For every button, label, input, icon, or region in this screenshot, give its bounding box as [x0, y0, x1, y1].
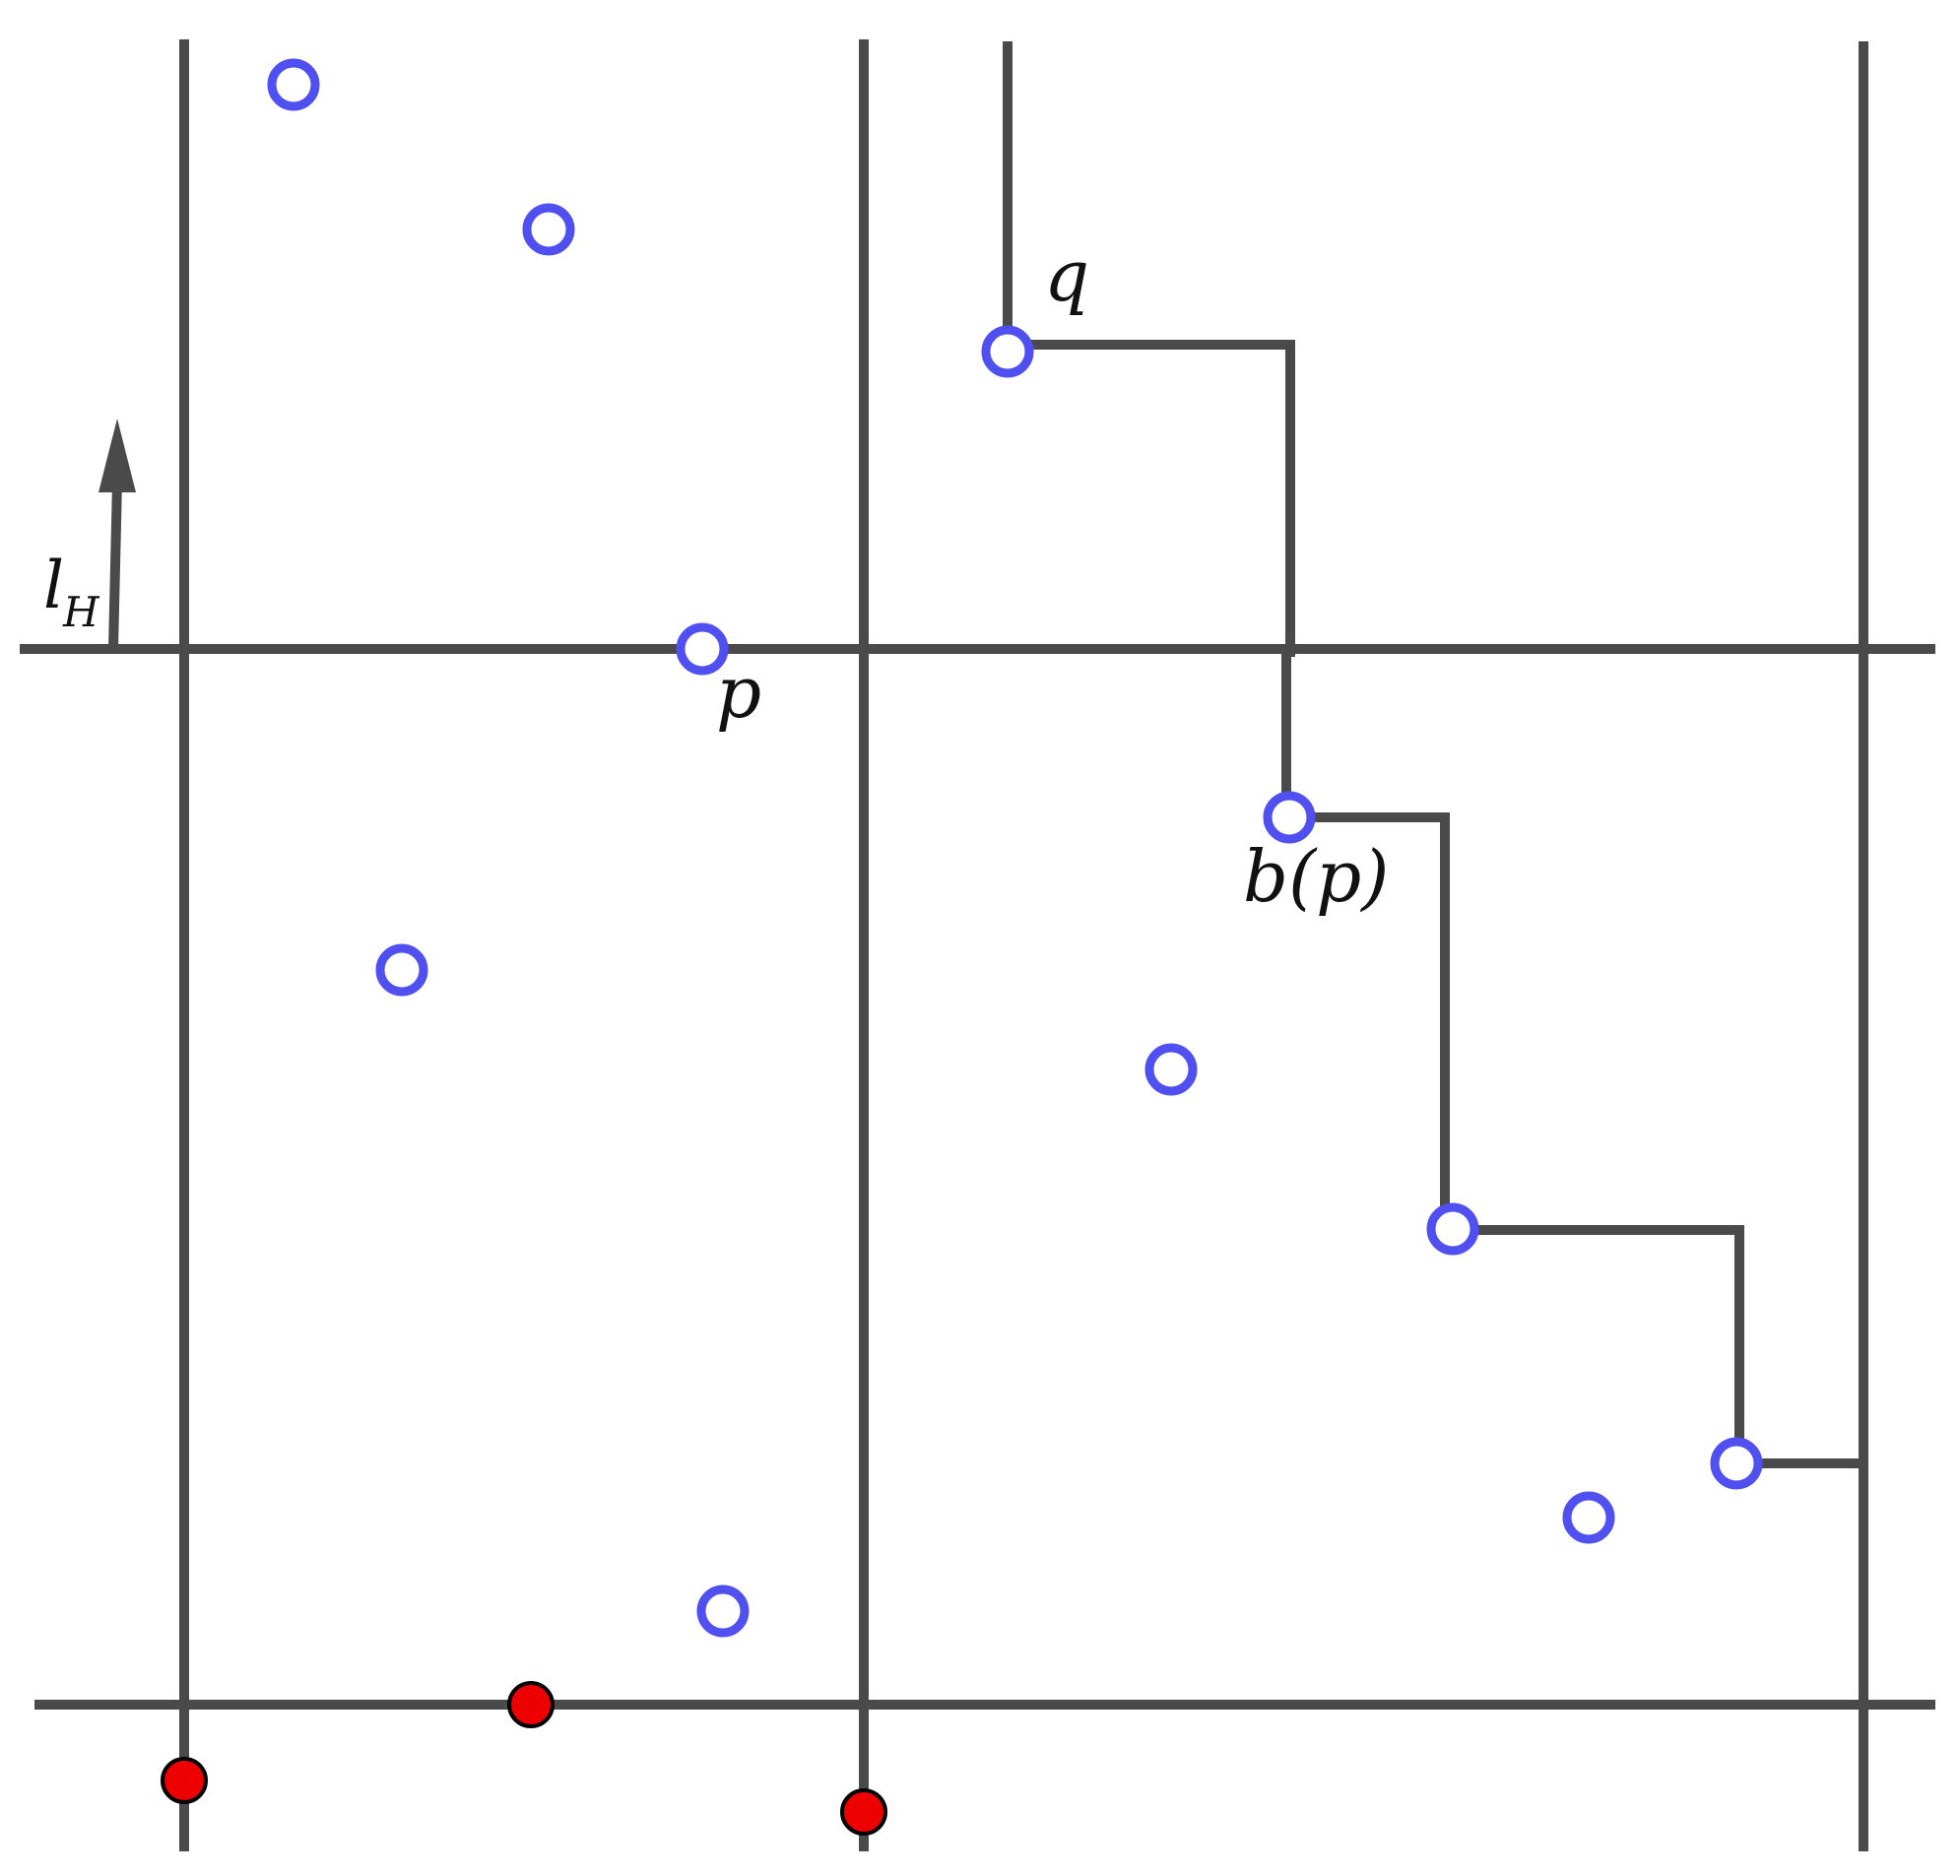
label-p: p: [716, 651, 761, 734]
hollow-point-b-of-p: [1263, 791, 1316, 844]
hollow-point: [522, 203, 575, 256]
lH-arrow: [98, 419, 136, 650]
label-b-of-p: b(p): [1243, 835, 1389, 918]
arrow-head: [98, 419, 136, 492]
horizontal-lines: [20, 644, 1935, 1710]
hollow-point: [1710, 1437, 1763, 1490]
arrow-shaft: [108, 482, 122, 650]
hollow-point: [1144, 1043, 1198, 1096]
hollow-point: [267, 58, 320, 111]
filled-point: [161, 1757, 208, 1804]
label-q: q: [1044, 234, 1089, 317]
hollow-point: [1562, 1491, 1615, 1544]
vertical-lines: [179, 39, 1868, 1851]
filled-point: [507, 1681, 555, 1728]
staircase-path: [1003, 41, 1863, 1468]
hollow-point: [696, 1585, 750, 1638]
filled-points: [161, 1681, 887, 1836]
hollow-point-q: [981, 325, 1034, 378]
hollow-point-p: [676, 622, 729, 676]
label-l: l: [43, 548, 64, 623]
hollow-point: [375, 943, 428, 997]
hollow-points: [267, 58, 1763, 1638]
hollow-point: [1426, 1202, 1479, 1256]
filled-point: [840, 1788, 887, 1836]
label-l-subscript: H: [62, 588, 100, 636]
